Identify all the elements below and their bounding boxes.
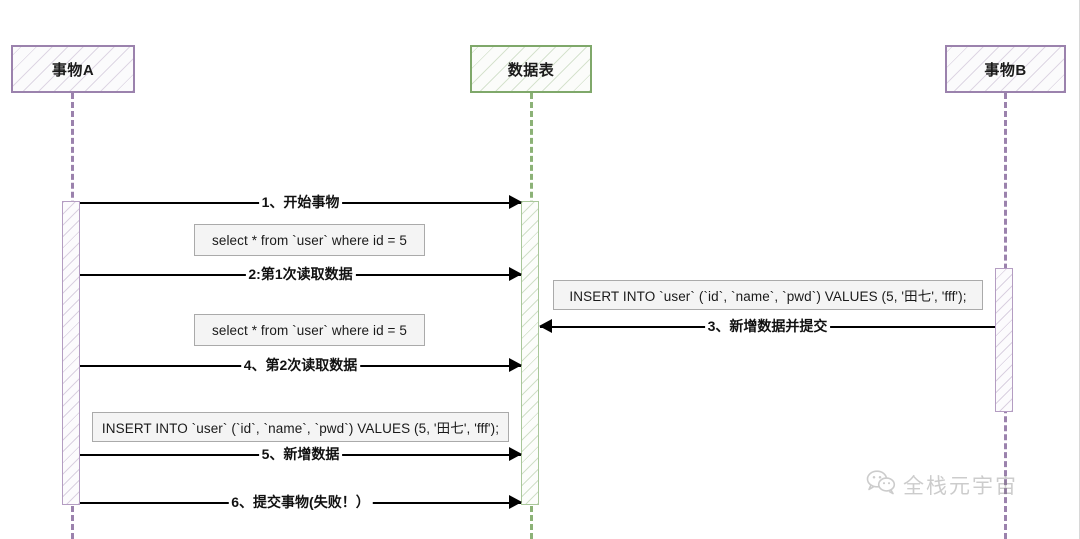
note-select-first-text: select * from `user` where id = 5 xyxy=(212,232,407,248)
message-2-arrowhead-icon xyxy=(509,267,522,281)
actor-box-transaction-b[interactable]: 事物B xyxy=(945,45,1066,93)
message-2[interactable]: 2:第1次读取数据 xyxy=(80,263,522,286)
actor-label-transaction-b: 事物B xyxy=(984,61,1027,79)
note-insert-transaction-b-text: INSERT INTO `user` (`id`, `name`, `pwd`)… xyxy=(569,289,967,304)
message-1-arrowhead-icon xyxy=(509,195,522,209)
message-4-arrowhead-icon xyxy=(509,358,522,372)
note-select-second: select * from `user` where id = 5 xyxy=(194,314,425,346)
actor-box-transaction-a[interactable]: 事物A xyxy=(11,45,135,93)
note-select-first: select * from `user` where id = 5 xyxy=(194,224,425,256)
message-4[interactable]: 4、第2次读取数据 xyxy=(80,354,522,377)
message-1[interactable]: 1、开始事物 xyxy=(80,191,522,214)
message-5-arrowhead-icon xyxy=(509,447,522,461)
message-4-label: 4、第2次读取数据 xyxy=(240,354,361,376)
note-insert-transaction-a: INSERT INTO `user` (`id`, `name`, `pwd`)… xyxy=(92,412,509,442)
message-2-label: 2:第1次读取数据 xyxy=(245,263,356,285)
note-select-second-text: select * from `user` where id = 5 xyxy=(212,322,407,338)
message-6[interactable]: 6、提交事物(失败！） xyxy=(80,491,522,514)
note-insert-transaction-b: INSERT INTO `user` (`id`, `name`, `pwd`)… xyxy=(553,280,983,310)
actor-label-data-table: 数据表 xyxy=(507,61,555,79)
message-6-arrowhead-icon xyxy=(509,495,522,509)
actor-label-transaction-a: 事物A xyxy=(51,61,95,79)
message-1-label: 1、开始事物 xyxy=(258,191,343,213)
watermark: 全栈元宇宙 xyxy=(866,470,1018,500)
message-3-label: 3、新增数据并提交 xyxy=(704,315,831,337)
message-5-label: 5、新增数据 xyxy=(258,443,343,465)
message-5[interactable]: 5、新增数据 xyxy=(80,443,522,466)
watermark-text: 全栈元宇宙 xyxy=(903,475,1018,498)
note-insert-transaction-a-text: INSERT INTO `user` (`id`, `name`, `pwd`)… xyxy=(101,421,500,436)
activation-bar-transaction-a xyxy=(62,201,80,505)
message-3-arrowhead-icon xyxy=(539,319,552,333)
message-6-label: 6、提交事物(失败！） xyxy=(228,491,373,513)
wechat-icon xyxy=(866,470,896,500)
activation-bar-data-table xyxy=(521,201,539,505)
message-3[interactable]: 3、新增数据并提交 xyxy=(539,315,995,338)
activation-bar-transaction-b xyxy=(995,268,1013,412)
actor-box-data-table[interactable]: 数据表 xyxy=(470,45,592,93)
